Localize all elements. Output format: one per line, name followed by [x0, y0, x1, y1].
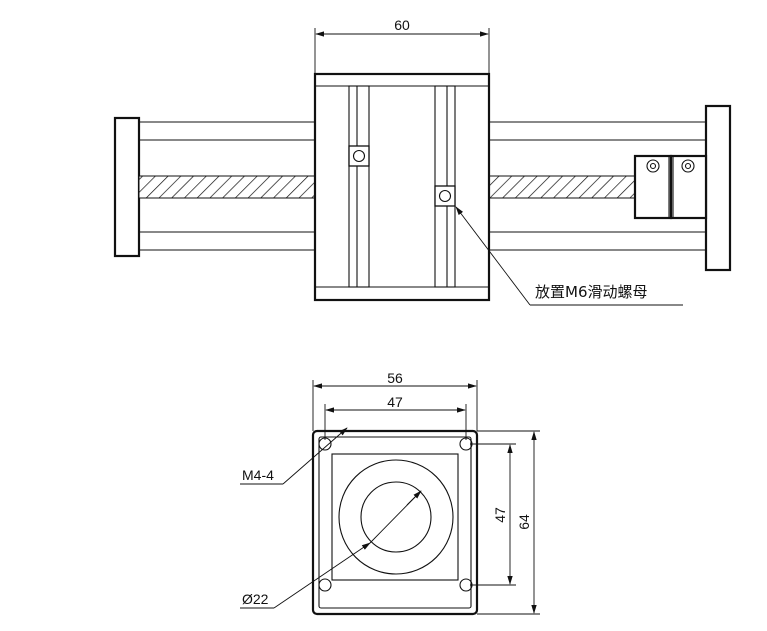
callout-leader: 放置M6滑动螺母 — [455, 206, 683, 306]
inner-square — [331, 453, 459, 581]
front-view: 56 47 47 64 M4-4 — [240, 370, 540, 616]
dimension-56-label: 56 — [387, 370, 403, 386]
hole-callout-label: M4-4 — [242, 467, 274, 483]
coupling — [633, 154, 708, 220]
left-end-plate — [113, 116, 141, 258]
dimension-47-horizontal: 47 — [324, 394, 467, 440]
carriage-block — [313, 72, 491, 302]
dimension-64: 64 — [477, 430, 540, 615]
slide-nut-upper — [348, 145, 370, 167]
lead-screw-left — [138, 175, 316, 199]
hole-callout: M4-4 — [240, 427, 348, 485]
slide-nut-lower — [434, 185, 456, 207]
coupling-screw-icon — [646, 159, 660, 173]
dimension-60-label: 60 — [394, 17, 410, 33]
dimension-56: 56 — [312, 370, 478, 431]
bore-circle — [360, 481, 432, 553]
lead-screw-right — [488, 175, 636, 199]
dimension-47-horizontal-label: 47 — [387, 394, 403, 410]
mounting-hole-icon — [318, 578, 332, 592]
dimension-60: 60 — [314, 17, 490, 74]
bore-callout: Ø22 — [240, 490, 422, 609]
callout-label: 放置M6滑动螺母 — [535, 283, 648, 301]
dimension-47-vertical-label: 47 — [492, 507, 508, 523]
top-view: 60 放置M6滑动螺母 — [113, 17, 732, 306]
right-rail — [489, 121, 706, 251]
right-end-plate — [704, 104, 732, 272]
dimension-47-vertical: 47 — [470, 443, 516, 586]
dimension-64-label: 64 — [516, 514, 532, 530]
left-rail — [139, 121, 315, 251]
outer-boss-circle — [338, 459, 454, 575]
coupling-screw-icon — [681, 159, 695, 173]
bore-callout-label: Ø22 — [242, 591, 269, 607]
